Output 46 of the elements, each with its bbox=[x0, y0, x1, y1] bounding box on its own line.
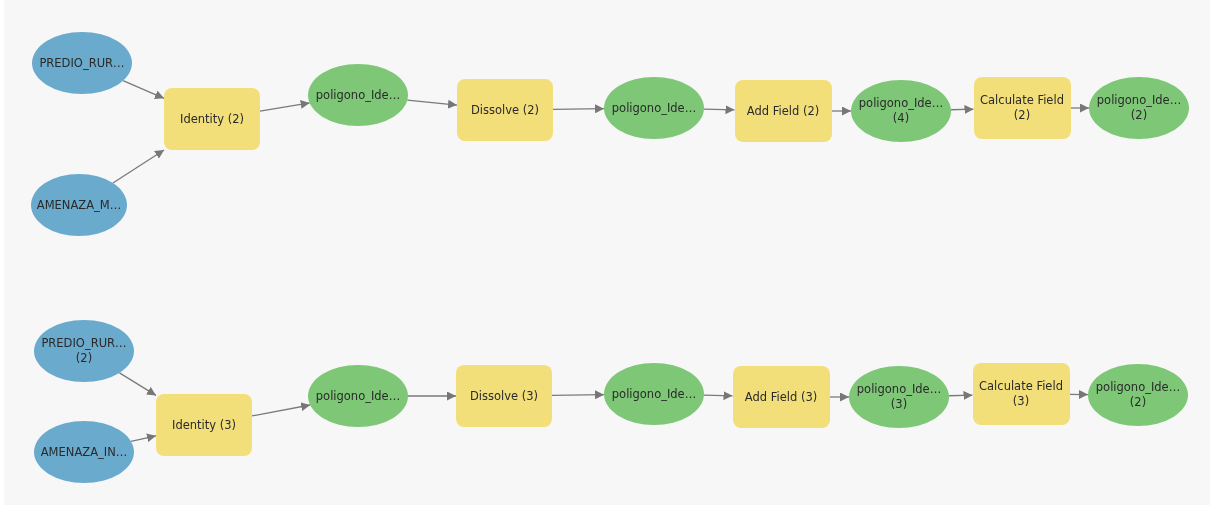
node-label: poligono_Ide… (4) bbox=[857, 96, 945, 126]
arrow bbox=[118, 372, 157, 397]
node-label: poligono_Ide… bbox=[611, 386, 697, 402]
tool-box bbox=[164, 88, 260, 150]
node-label: Calculate Field (2) bbox=[979, 93, 1065, 123]
tool-box bbox=[972, 363, 1070, 425]
node-label: poligono_Ide… (2) bbox=[1095, 93, 1183, 123]
arrow bbox=[950, 104, 975, 114]
arrow bbox=[830, 106, 852, 116]
arrow bbox=[112, 149, 165, 184]
arrow bbox=[1069, 103, 1090, 113]
node-label: Identity (3) bbox=[172, 417, 236, 433]
arrow bbox=[828, 392, 850, 402]
tool-box bbox=[456, 365, 552, 427]
arrow bbox=[406, 99, 458, 109]
node-label: PREDIO_RUR… bbox=[39, 55, 125, 71]
node-label: poligono_Ide… (3) bbox=[855, 382, 943, 412]
node-label: poligono_Ide… bbox=[315, 388, 401, 404]
node-label: Add Field (3) bbox=[744, 389, 818, 405]
arrow bbox=[259, 99, 311, 112]
tool-box bbox=[732, 366, 830, 428]
arrow bbox=[251, 402, 311, 417]
node-label: poligono_Ide… bbox=[315, 87, 401, 103]
node-label: Add Field (2) bbox=[746, 103, 820, 119]
arrow bbox=[130, 433, 157, 443]
node-label: poligono_Ide… bbox=[611, 100, 697, 116]
tool-box bbox=[457, 79, 553, 141]
node-label: PREDIO_RUR… (2) bbox=[40, 336, 128, 366]
arrow bbox=[1068, 390, 1089, 399]
arrow bbox=[407, 391, 457, 401]
node-label: AMENAZA_IN… bbox=[40, 444, 128, 460]
arrow bbox=[948, 390, 974, 400]
tool-box bbox=[973, 77, 1071, 139]
tool-box bbox=[734, 80, 832, 142]
arrow bbox=[122, 80, 165, 99]
node-label: AMENAZA_M… bbox=[36, 197, 122, 213]
node-label: Dissolve (2) bbox=[470, 102, 540, 118]
node-label: Calculate Field (3) bbox=[978, 379, 1064, 409]
arrow bbox=[703, 391, 734, 401]
arrow bbox=[703, 105, 736, 115]
arrow bbox=[551, 390, 605, 400]
arrow bbox=[552, 104, 605, 114]
tool-box bbox=[156, 394, 252, 456]
node-label: poligono_Ide… (2) bbox=[1094, 380, 1182, 410]
node-label: Dissolve (3) bbox=[469, 388, 539, 404]
node-label: Identity (2) bbox=[180, 111, 244, 127]
